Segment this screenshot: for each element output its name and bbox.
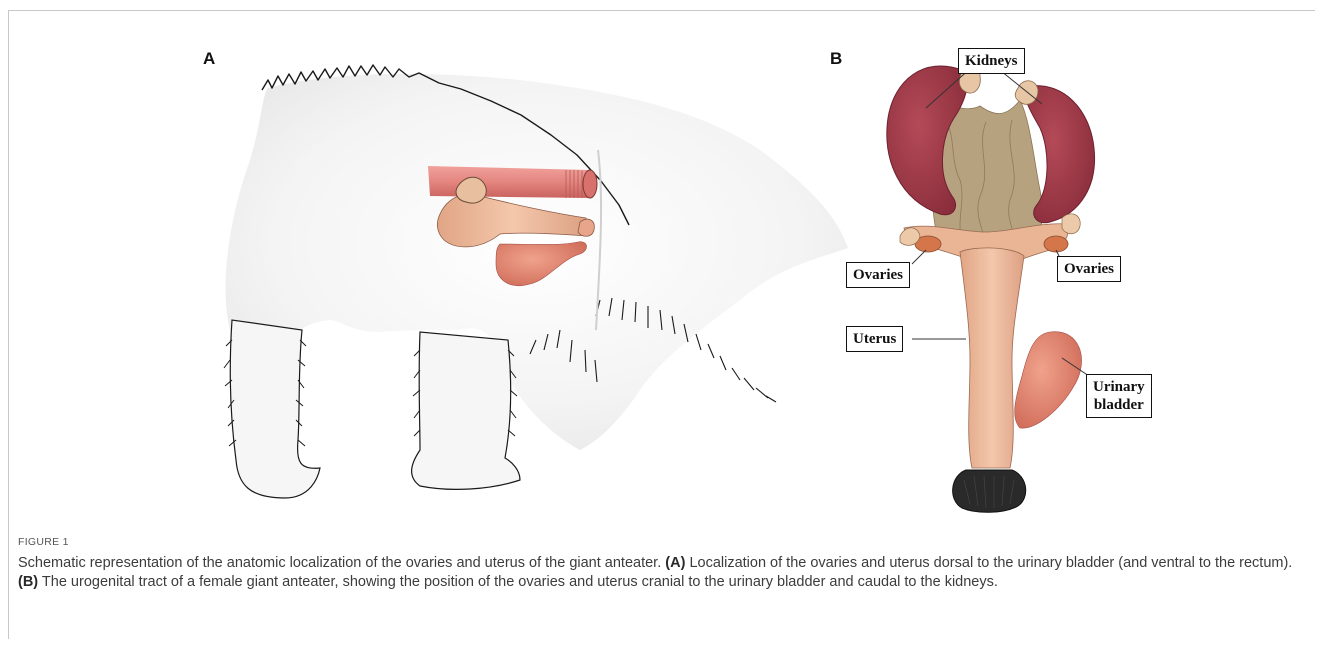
caption-a-tag: (A) (665, 555, 685, 571)
figure-caption: FIGURE 1 Schematic representation of the… (18, 536, 1308, 592)
urinary-bladder-b (1015, 332, 1082, 428)
urinary-bladder-label-line2: bladder (1093, 396, 1145, 414)
urinary-bladder-label-line1: Urinary (1093, 378, 1145, 396)
figure-svg (0, 0, 1322, 530)
vulva-hair (953, 470, 1026, 512)
uterus-callout: Uterus (846, 326, 903, 352)
ovaries-right-callout: Ovaries (1057, 256, 1121, 282)
ovary-b-right (1044, 236, 1068, 252)
anteater-leg-left (230, 320, 320, 498)
urogenital-illustration (887, 66, 1095, 513)
figure-illustration: A B Kidneys Ovaries Ovaries Uterus Urina… (0, 0, 1322, 530)
rectum (428, 166, 597, 198)
anteater-leg-right (412, 332, 520, 489)
caption-a-text: Localization of the ovaries and uterus d… (689, 555, 1292, 571)
caption-intro: Schematic representation of the anatomic… (18, 555, 661, 571)
kidneys-callout: Kidneys (958, 48, 1025, 74)
caption-b-tag: (B) (18, 574, 38, 590)
ovaries-left-callout: Ovaries (846, 262, 910, 288)
caption-text: Schematic representation of the anatomic… (18, 554, 1308, 592)
figure-number: FIGURE 1 (18, 536, 1308, 548)
panel-a-label: A (203, 49, 215, 69)
anteater-illustration (224, 65, 848, 498)
uterus-b (960, 248, 1024, 468)
urinary-bladder-callout: Urinary bladder (1086, 374, 1152, 418)
caption-b-text: The urogenital tract of a female giant a… (42, 574, 998, 590)
panel-b-label: B (830, 49, 842, 69)
